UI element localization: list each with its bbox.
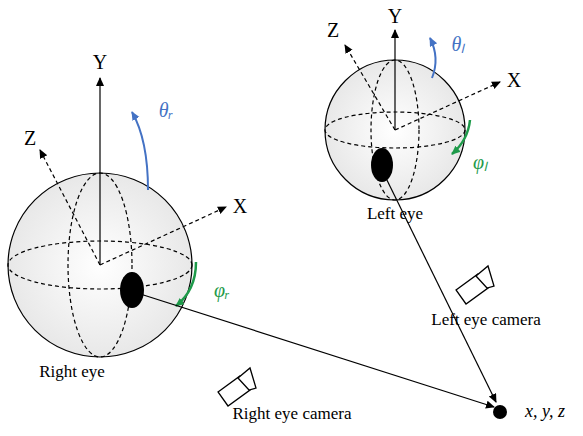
text-label: φᵣ: [214, 279, 230, 301]
text-label: Right eye: [39, 363, 105, 382]
text-label: X: [507, 69, 521, 91]
text-label: Right eye camera: [233, 405, 352, 424]
text-label: θᵣ: [159, 99, 174, 121]
text-label: Left eye camera: [431, 311, 540, 330]
text-label: θₗ: [452, 33, 465, 55]
text-label: φₗ: [473, 151, 487, 173]
text-label: X: [233, 195, 247, 217]
text-label: Z: [24, 127, 36, 149]
text-label: Z: [327, 19, 339, 41]
text-label: x, y, z: [525, 402, 565, 422]
text-label: Left eye: [367, 205, 423, 224]
text-label: Y: [93, 51, 107, 73]
text-label: Y: [388, 5, 402, 27]
